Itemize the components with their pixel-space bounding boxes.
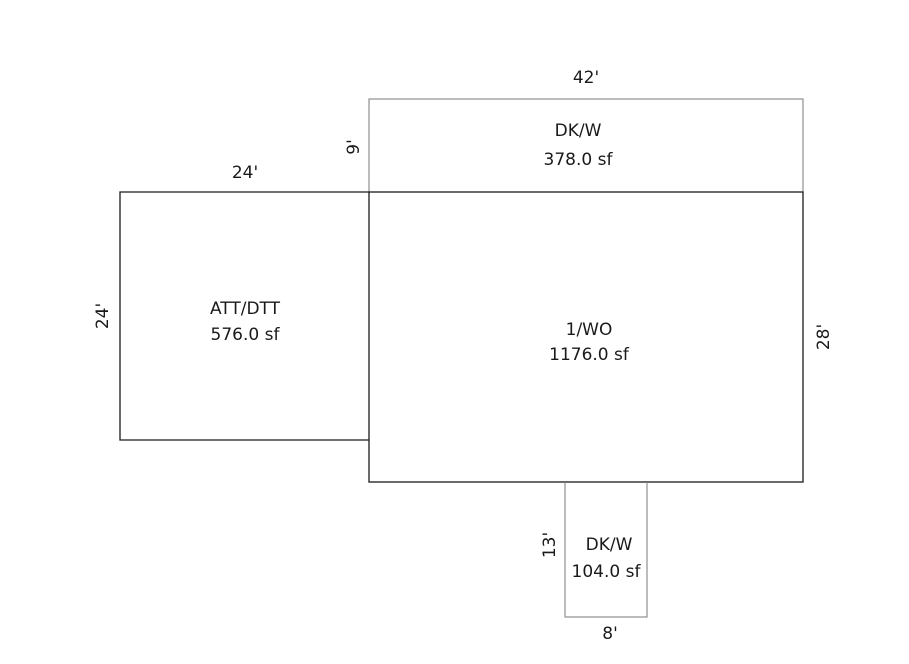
garage-width-label: 24' xyxy=(232,163,258,183)
garage-depth-label: 24' xyxy=(93,303,113,329)
main-floor-depth-label: 28' xyxy=(814,324,834,350)
deck-top-section: 42' 9' DK/W 378.0 sf xyxy=(344,68,804,193)
deck-top-area: 378.0 sf xyxy=(544,150,614,170)
deck-top-code: DK/W xyxy=(555,121,602,141)
deck-bottom-width-label: 8' xyxy=(602,624,618,644)
garage-outline xyxy=(119,191,369,441)
main-floor-code: 1/WO xyxy=(566,320,613,340)
garage-section: 24' 24' ATT/DTT 576.0 sf xyxy=(93,163,369,441)
garage-area: 576.0 sf xyxy=(211,325,281,345)
deck-bottom-outline xyxy=(564,482,648,618)
main-floor-area: 1176.0 sf xyxy=(549,345,630,365)
main-floor-section: 28' 1/WO 1176.0 sf xyxy=(368,191,834,483)
main-floor-outline xyxy=(368,191,804,483)
deck-top-depth-label: 9' xyxy=(344,139,364,155)
deck-top-outline xyxy=(368,98,804,193)
deck-top-width-label: 42' xyxy=(573,68,599,88)
deck-bottom-section: 8' 13' DK/W 104.0 sf xyxy=(540,482,648,644)
garage-code: ATT/DTT xyxy=(210,299,281,319)
deck-bottom-area: 104.0 sf xyxy=(572,562,642,582)
deck-bottom-code: DK/W xyxy=(586,535,633,555)
deck-bottom-depth-label: 13' xyxy=(540,532,560,558)
